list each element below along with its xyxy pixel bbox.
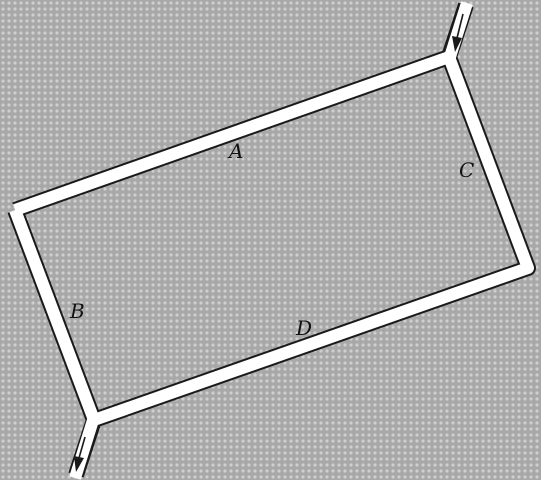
label-d: D [295, 316, 312, 340]
label-b: B [69, 299, 85, 323]
label-a: A [227, 139, 243, 163]
label-c: C [459, 158, 474, 182]
outlet-arrow [74, 436, 86, 472]
inlet-arrow [452, 13, 464, 52]
pipe-loop [9, 51, 534, 426]
